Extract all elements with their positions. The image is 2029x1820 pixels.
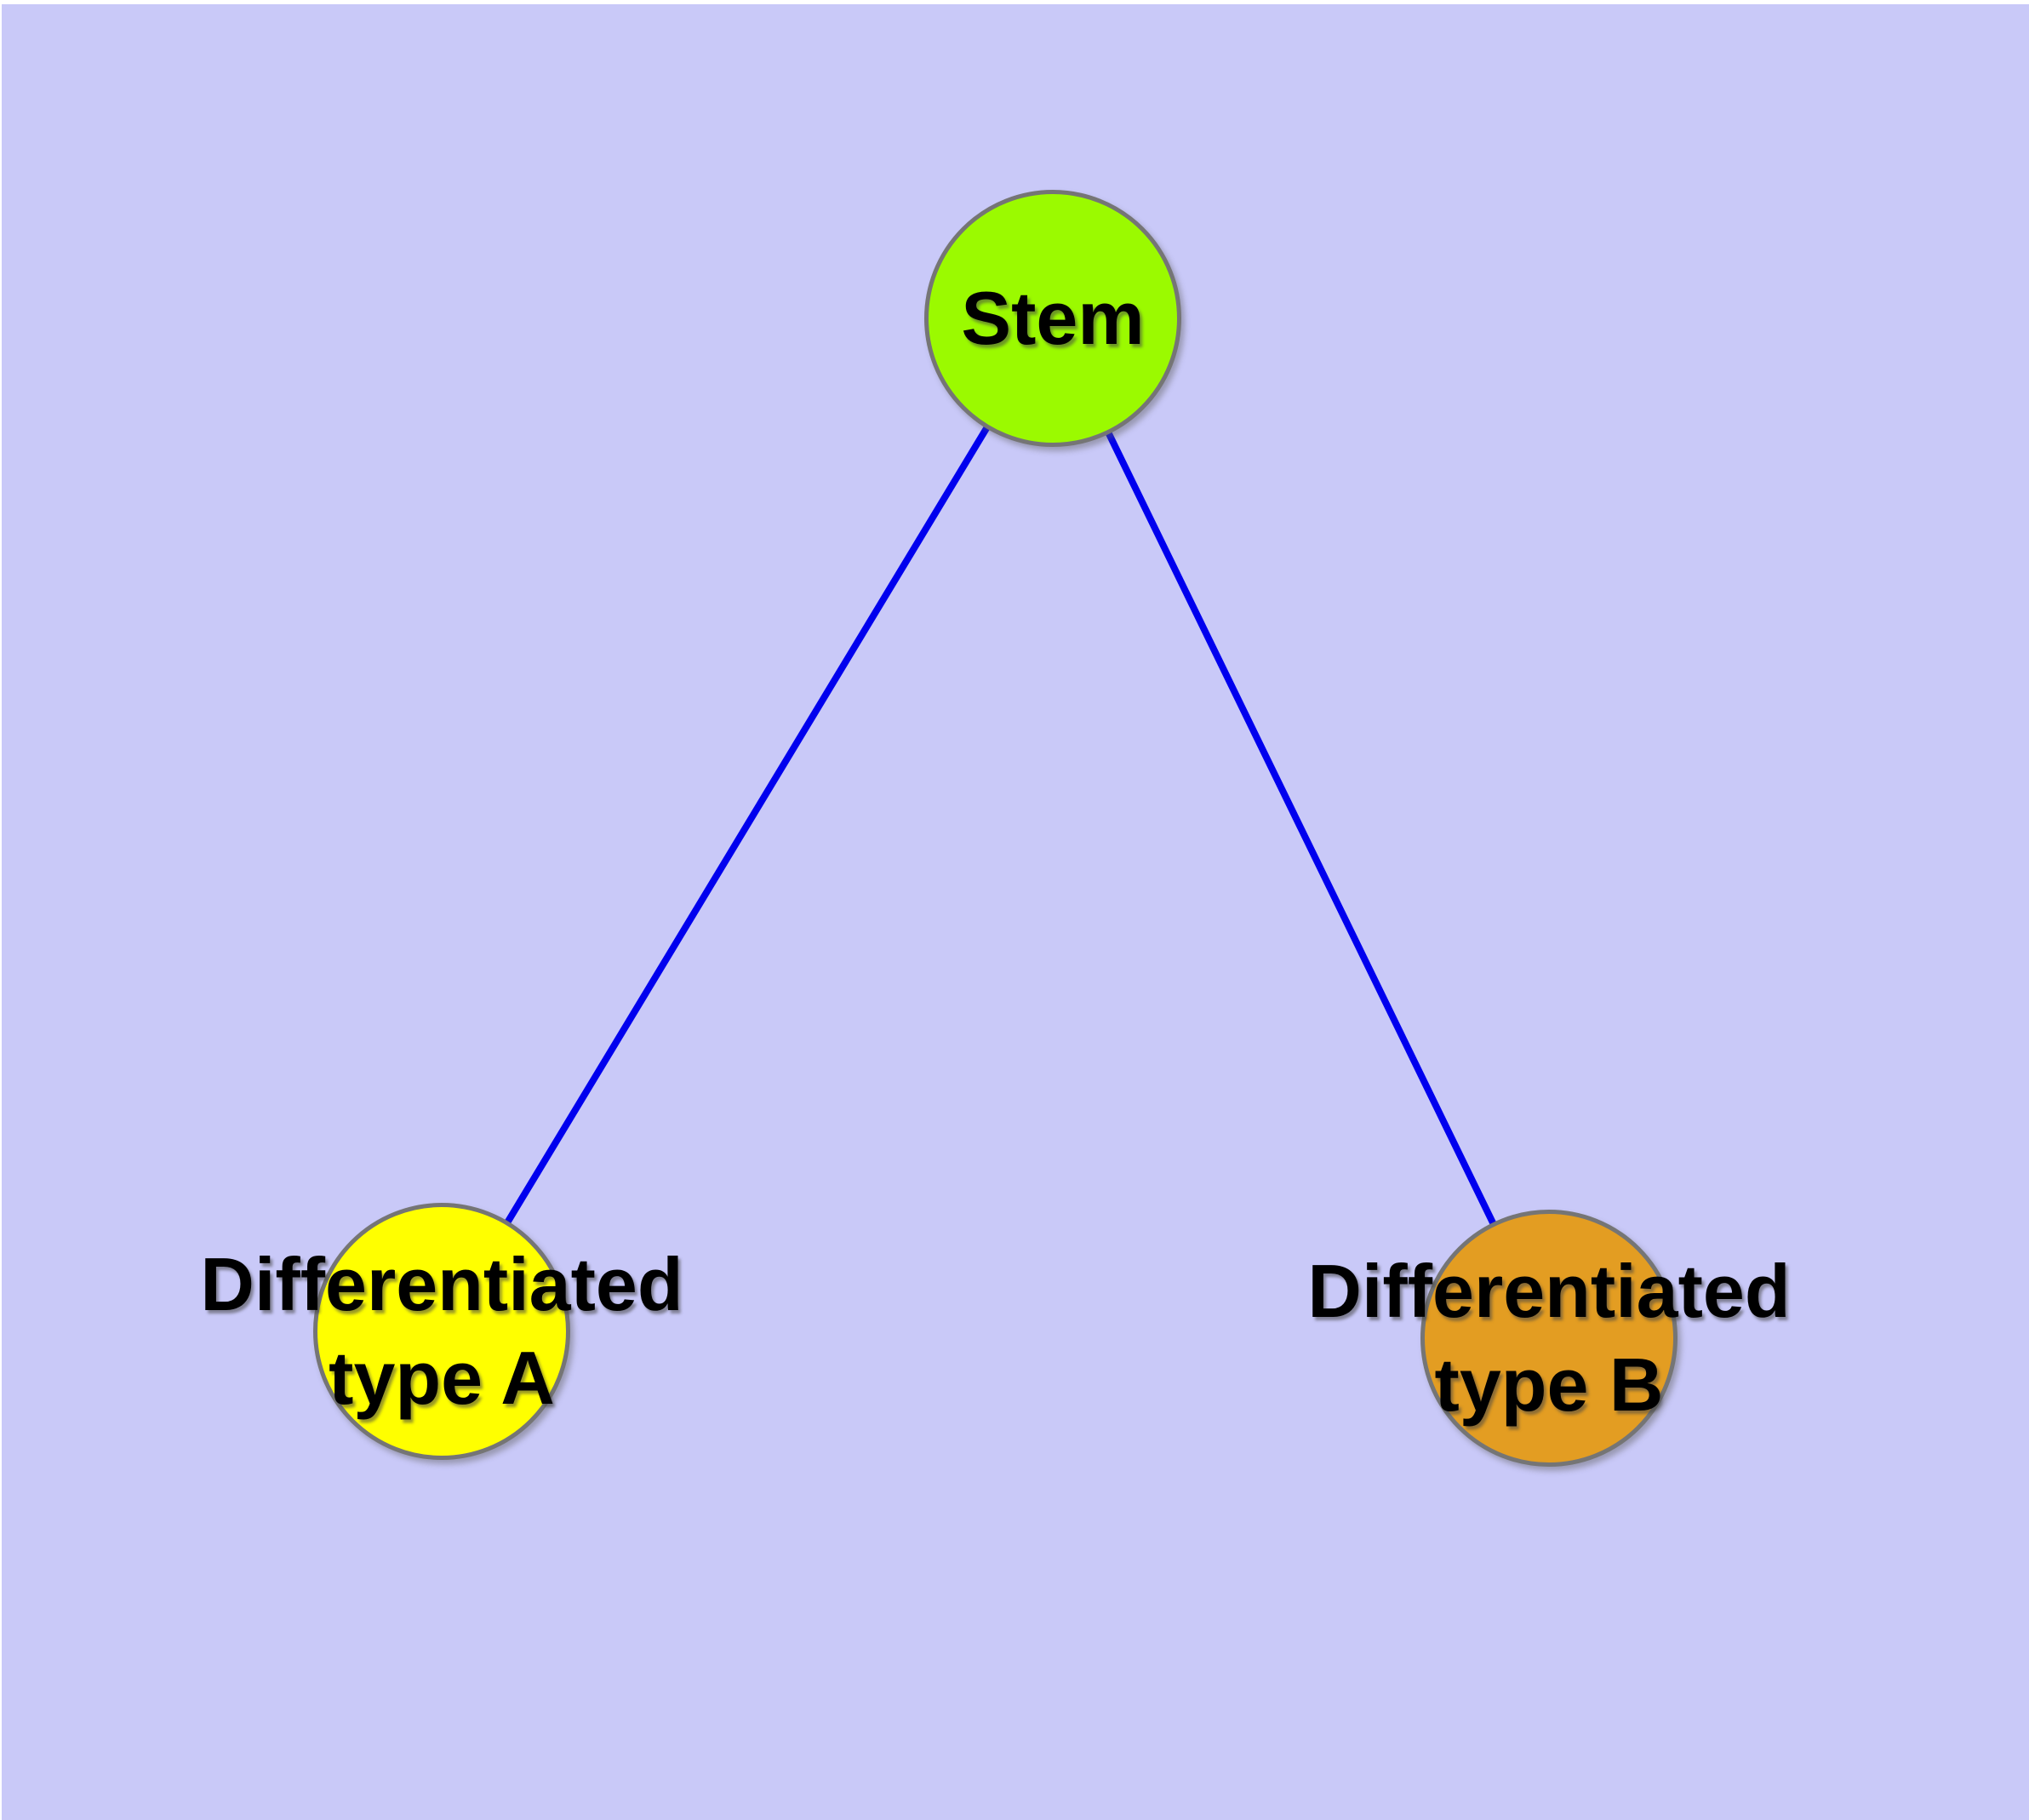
node-differentiated-type-a[interactable] <box>313 1203 570 1460</box>
node-stem[interactable] <box>924 190 1181 447</box>
node-label-differentiated-type-b: Differentiated type B <box>1307 1245 1790 1432</box>
edge-stem-to-differentiated-type-b <box>1049 317 1552 1340</box>
edge-stem-to-differentiated-type-a <box>438 316 1056 1334</box>
node-label-differentiated-type-a: Differentiated type A <box>200 1238 683 1425</box>
node-label-line: type B <box>1434 1342 1664 1427</box>
node-label-stem: Stem <box>961 272 1144 365</box>
node-label-line: Differentiated <box>200 1242 683 1326</box>
node-label-line: Differentiated <box>1307 1249 1791 1333</box>
node-label-line: type A <box>329 1336 555 1420</box>
node-label-line: Stem <box>961 276 1145 360</box>
node-differentiated-type-b[interactable] <box>1420 1210 1677 1467</box>
